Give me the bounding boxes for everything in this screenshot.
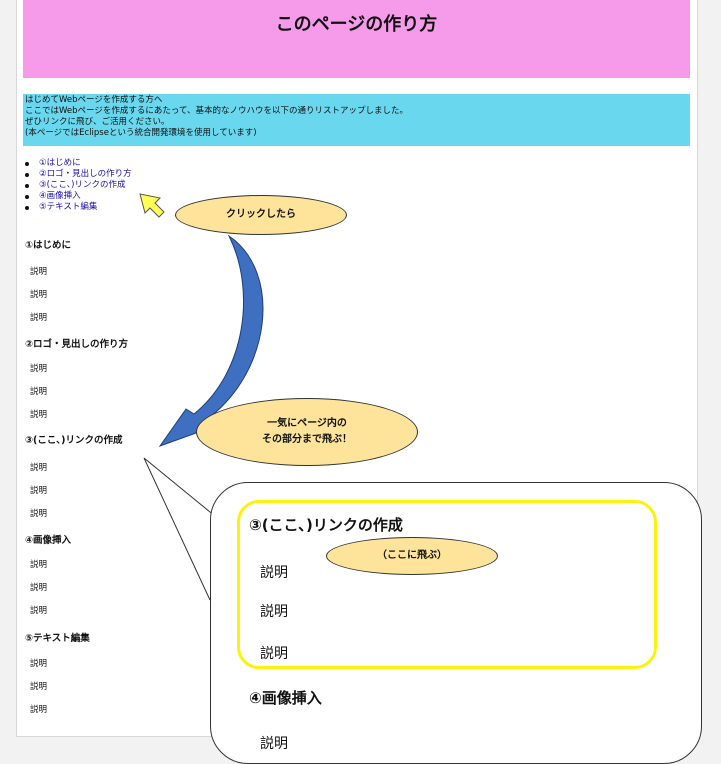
section-description: 説明 [30, 486, 48, 496]
toc-item: ④画像挿入 [23, 191, 132, 202]
toc-link-link-creation[interactable]: ③(ここ､)リンクの作成 [39, 180, 126, 190]
section-description: 説明 [30, 290, 48, 300]
section-description: 説明 [30, 387, 48, 397]
click-bubble-text: クリックしたら [226, 209, 296, 220]
intro-box: はじめてWebページを作成する方へ ここではWebページを作成するにあたって、基… [23, 94, 690, 146]
here-bubble: （ここに飛ぶ） [326, 537, 498, 575]
zoom-description: 説明 [260, 736, 288, 752]
toc-item: ①はじめに [23, 158, 132, 169]
intro-line: はじめてWebページを作成する方へ [25, 95, 163, 105]
intro-line: (本ページではEclipseという統合開発環境を使用しています) [25, 128, 257, 138]
zoom-callout: ③(ここ､)リンクの作成 （ここに飛ぶ） 説明 説明 説明 ④画像挿入 説明 [210, 482, 702, 764]
zoom-description: 説明 [260, 646, 288, 662]
section-description: 説明 [30, 313, 48, 323]
page-header: このページの作り方 [23, 0, 690, 78]
section-description: 説明 [30, 606, 48, 616]
toc-item: ③(ここ､)リンクの作成 [23, 180, 132, 191]
intro-line: ここではWebページを作成するにあたって、基本的なノウハウを以下の通りリストアッ… [25, 106, 409, 116]
toc-link-logo[interactable]: ②ロゴ・見出しの作り方 [39, 169, 132, 179]
section-description: 説明 [30, 682, 48, 692]
section-description: 説明 [30, 463, 48, 473]
toc-link-image[interactable]: ④画像挿入 [39, 191, 81, 201]
section-description: 説明 [30, 583, 48, 593]
jump-bubble: 一気にページ内の その部分まで飛ぶ！ [196, 398, 418, 466]
section-description: 説明 [30, 560, 48, 570]
toc-item: ②ロゴ・見出しの作り方 [23, 169, 132, 180]
section-title: ③(ここ､)リンクの作成 [25, 435, 123, 446]
section-description: 説明 [30, 410, 48, 420]
table-of-contents: ①はじめに ②ロゴ・見出しの作り方 ③(ここ､)リンクの作成 ④画像挿入 ⑤テキ… [23, 158, 132, 213]
toc-link-text[interactable]: ⑤テキスト編集 [39, 202, 98, 212]
toc-item: ⑤テキスト編集 [23, 202, 132, 213]
section-title: ②ロゴ・見出しの作り方 [25, 339, 129, 350]
page-title: このページの作り方 [275, 14, 438, 35]
section-description: 説明 [30, 364, 48, 374]
jump-bubble-text: 一気にページ内の [267, 418, 347, 429]
here-bubble-text: （ここに飛ぶ） [377, 550, 447, 561]
click-bubble: クリックしたら [175, 195, 347, 235]
section-description: 説明 [30, 659, 48, 669]
section-title: ④画像挿入 [25, 535, 72, 546]
section-title: ①はじめに [25, 240, 72, 251]
section-description: 説明 [30, 705, 48, 715]
intro-line: ぜひリンクに飛び、ご活用ください。 [25, 117, 170, 127]
jump-bubble-text: その部分まで飛ぶ！ [262, 434, 352, 445]
toc-link-intro[interactable]: ①はじめに [39, 158, 81, 168]
highlight-frame [237, 500, 657, 669]
zoom-next-section-title: ④画像挿入 [249, 689, 322, 707]
zoom-description: 説明 [260, 604, 288, 620]
zoom-description: 説明 [260, 565, 288, 581]
section-description: 説明 [30, 267, 48, 277]
section-description: 説明 [30, 509, 48, 519]
section-title: ⑤テキスト編集 [25, 633, 90, 644]
zoom-section-title: ③(ここ､)リンクの作成 [249, 516, 403, 534]
